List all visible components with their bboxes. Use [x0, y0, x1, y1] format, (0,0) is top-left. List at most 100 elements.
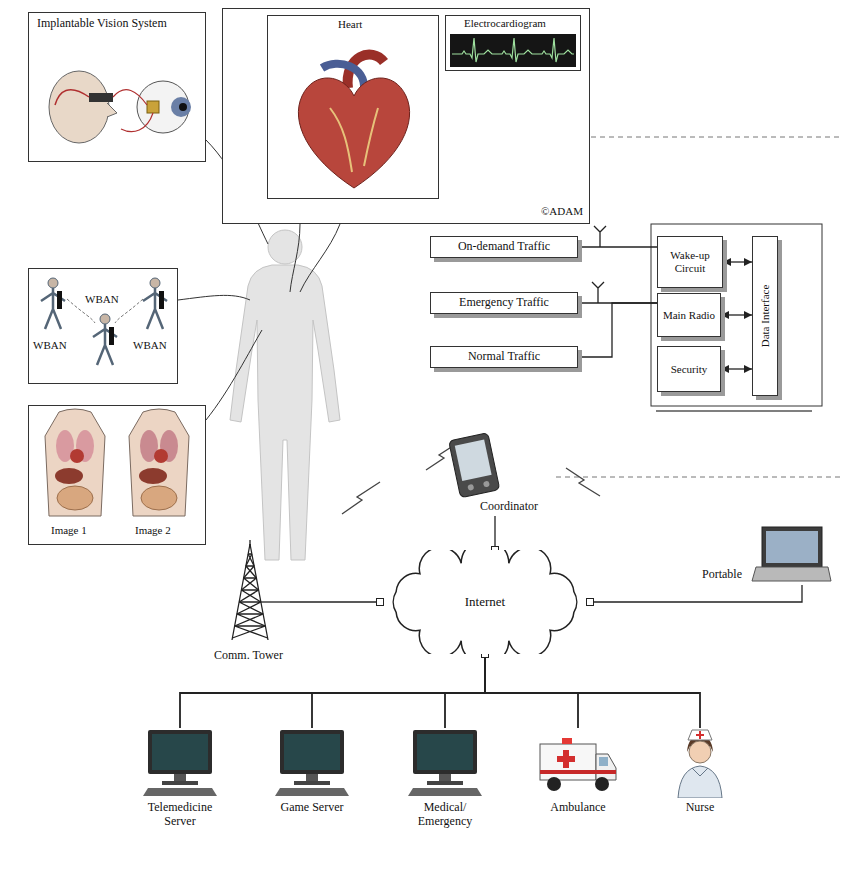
cap-cross	[696, 731, 704, 739]
device-label: Game Server	[281, 801, 344, 815]
box-label: Security	[671, 363, 708, 376]
wireless-bolt	[342, 482, 380, 514]
iris	[171, 97, 191, 117]
pupil	[179, 103, 187, 111]
network-label: WBAN	[33, 339, 67, 351]
wheel	[547, 777, 561, 791]
frame-shadow	[656, 410, 812, 412]
box-label: Emergency Traffic	[459, 296, 549, 310]
person-figure	[93, 314, 117, 365]
head-figure	[49, 71, 109, 143]
nurse-cap	[688, 730, 712, 740]
callout-line	[206, 330, 262, 420]
image-panel: Heart	[267, 15, 439, 199]
connector	[721, 314, 752, 315]
monitor-stand	[174, 774, 186, 782]
monitor-frame	[148, 730, 212, 774]
illustration	[660, 728, 740, 798]
connector	[590, 585, 802, 602]
monitor-screen	[284, 734, 340, 770]
device-label: Portable	[702, 567, 742, 582]
device-label: Comm. Tower	[214, 648, 283, 663]
illustration	[405, 728, 485, 798]
traffic-box: On-demand Traffic	[430, 236, 578, 258]
red-cross	[557, 750, 575, 768]
callout-line	[290, 224, 300, 292]
connector	[485, 654, 700, 728]
image-caption: Image 2	[135, 524, 171, 536]
module-box: Security	[657, 346, 721, 392]
monitor-frame	[413, 730, 477, 774]
wheel	[595, 777, 609, 791]
connector	[180, 654, 485, 728]
connector	[494, 516, 495, 550]
illustration	[212, 540, 290, 666]
box-label: Data Interface	[759, 285, 771, 348]
laptop-icon: Portable	[700, 525, 832, 585]
connector	[312, 654, 485, 728]
illustration	[268, 16, 437, 197]
connector	[578, 246, 657, 247]
divider-line	[591, 137, 842, 138]
device-label: Medical/ Emergency	[403, 801, 487, 829]
heart-shape	[298, 78, 409, 188]
red-stripe	[540, 770, 616, 774]
human-head	[268, 230, 302, 264]
device-label: Nurse	[686, 801, 715, 815]
siren-light	[562, 738, 572, 744]
connector	[578, 303, 657, 357]
copyright-note: ©ADAM	[541, 205, 583, 217]
illustration	[272, 728, 352, 798]
tower-icon: Comm. Tower	[212, 540, 290, 666]
sensor-device	[57, 291, 62, 309]
nurse-icon: Nurse	[642, 728, 758, 846]
monitor-screen	[152, 734, 208, 770]
sensor-device	[159, 291, 164, 309]
person-figure	[41, 278, 65, 329]
van-body	[540, 744, 596, 780]
inset-panel: ©ADAM HeartElectrocardiogram	[222, 8, 590, 224]
ecg-trace	[452, 38, 574, 62]
laptop-display	[766, 531, 818, 563]
illustration	[29, 406, 204, 543]
collar	[692, 768, 708, 776]
nurse-head	[689, 741, 711, 763]
ecg-screen	[450, 34, 576, 67]
monitor-foot	[294, 781, 330, 785]
illustration	[538, 728, 618, 798]
monitor-foot	[162, 781, 198, 785]
image-panel: Electrocardiogram	[445, 15, 581, 71]
connector	[485, 654, 578, 728]
traffic-box: Normal Traffic	[430, 346, 578, 368]
camera-glasses	[89, 93, 113, 102]
nurse-body	[678, 766, 722, 798]
port-square	[587, 599, 594, 606]
coordinator-device: Coordinator	[440, 432, 550, 516]
eyeball	[137, 81, 189, 133]
connector	[721, 368, 752, 369]
nose	[107, 103, 117, 117]
device-label: Coordinator	[480, 499, 538, 514]
image-caption: Image 1	[51, 524, 87, 536]
server-icon: Medical/ Emergency	[387, 728, 503, 846]
box-label: Normal Traffic	[468, 350, 540, 364]
connector	[290, 601, 380, 602]
device-label: Telemedicine Server	[138, 801, 222, 829]
illustration	[29, 269, 176, 382]
divider-line	[556, 477, 842, 478]
illustration	[140, 728, 220, 798]
box-label: Main Radio	[663, 309, 715, 322]
connector	[723, 261, 752, 262]
coronary-artery	[330, 108, 378, 172]
device-label: Ambulance	[550, 801, 605, 815]
box-label: On-demand Traffic	[458, 240, 550, 254]
antenna-symbol	[592, 226, 606, 303]
monitor-foot	[427, 781, 463, 785]
wire	[113, 90, 153, 132]
anatomy-figure	[129, 409, 189, 516]
tower-lattice	[232, 540, 268, 640]
illustration	[29, 13, 204, 160]
panel-title: Implantable Vision System	[37, 16, 167, 31]
monitor-screen	[417, 734, 473, 770]
